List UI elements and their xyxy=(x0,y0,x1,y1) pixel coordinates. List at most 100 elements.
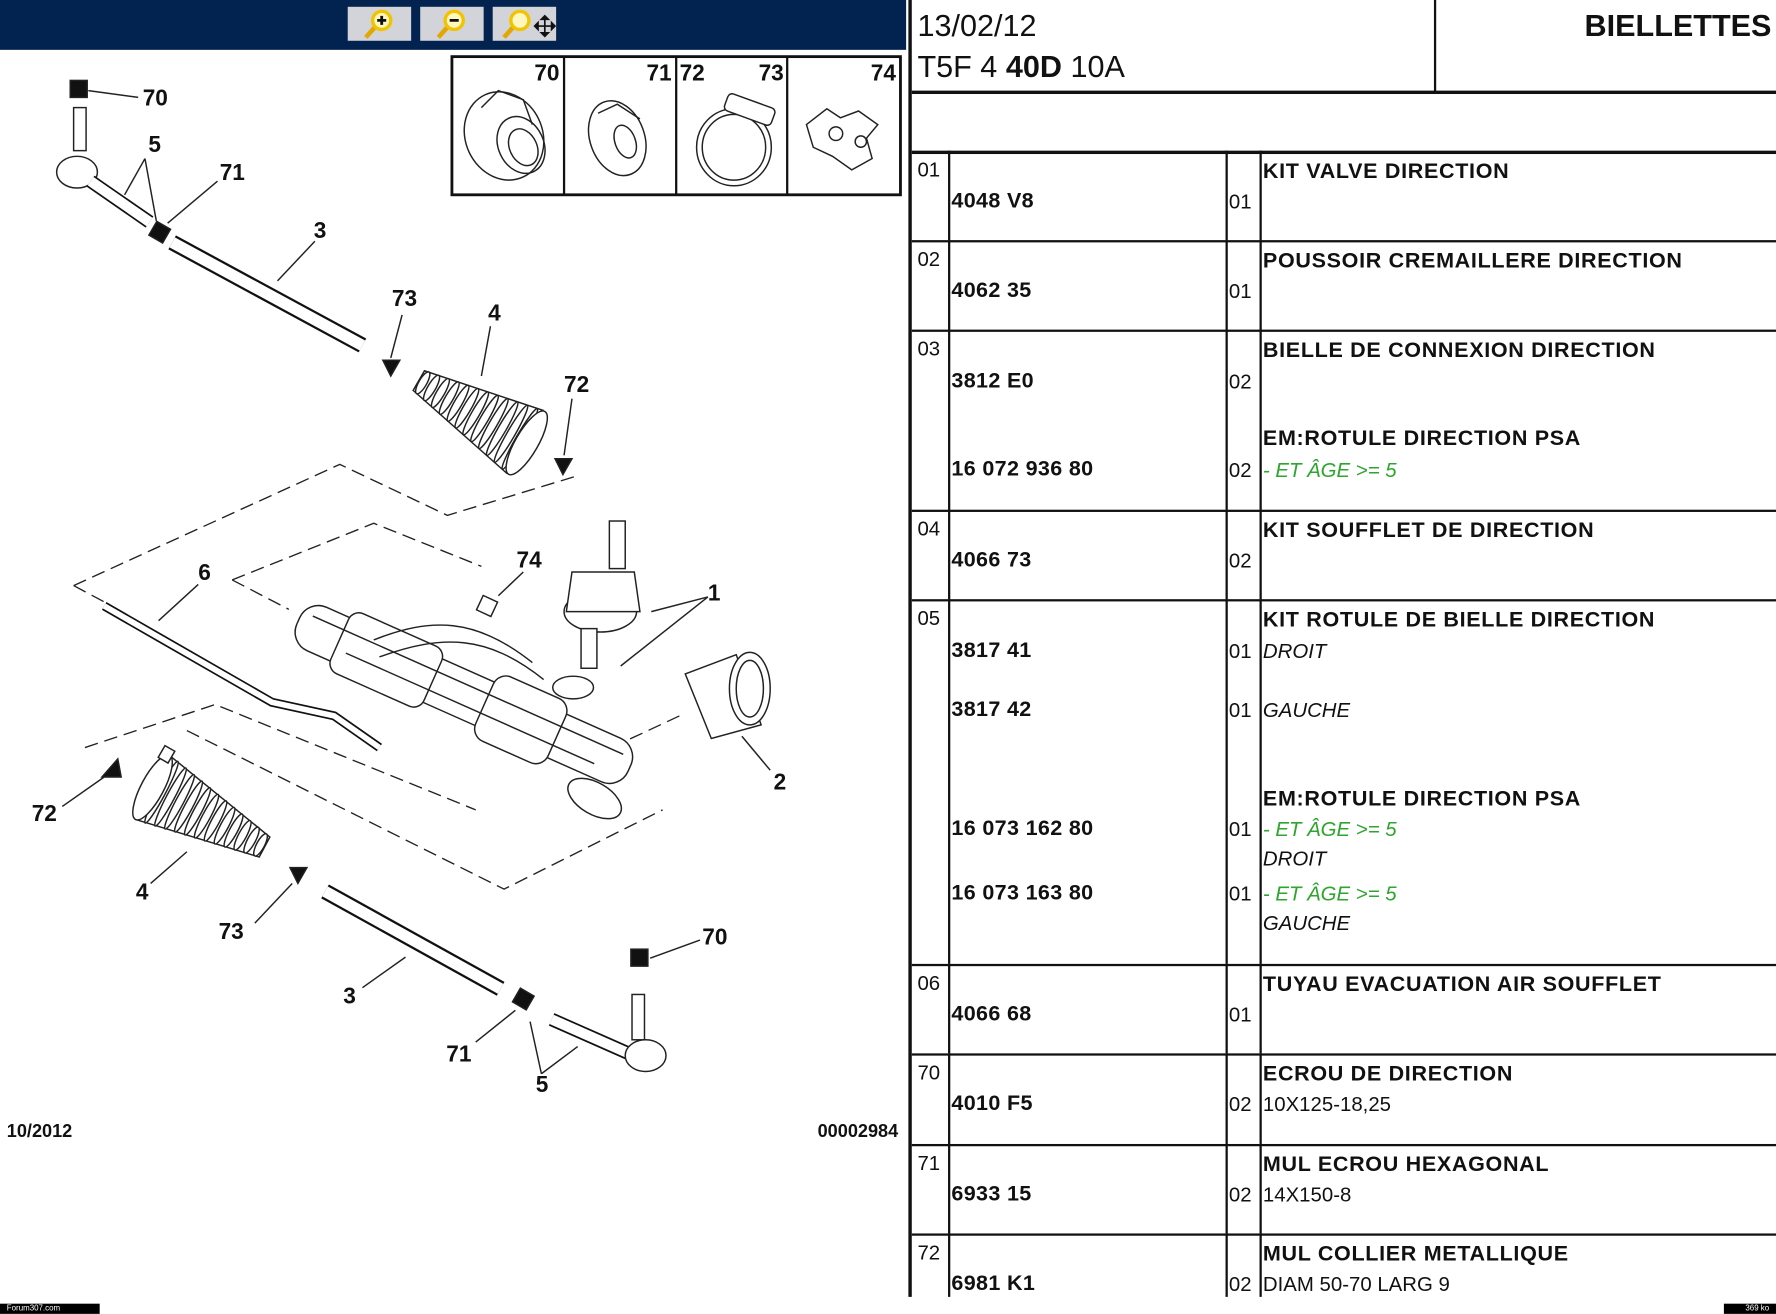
boot-ridge xyxy=(430,377,451,409)
column-divider xyxy=(948,509,951,600)
inset-label: 72 xyxy=(680,59,705,85)
part-reference: 16 072 936 80 xyxy=(951,457,1094,482)
divider xyxy=(911,90,1776,95)
callout: 1 xyxy=(708,579,721,605)
row-number: 06 xyxy=(917,971,941,995)
column-divider xyxy=(1225,1053,1228,1144)
tie-rod-end-upper xyxy=(55,106,154,228)
row-number: 03 xyxy=(917,337,941,361)
table-row[interactable]: 05 KIT ROTULE DE BIELLE DIRECTION 3817 41 0… xyxy=(911,599,1776,967)
row-number: 72 xyxy=(917,1241,941,1265)
boot-ridge xyxy=(477,397,509,450)
part-description: EM:ROTULE DIRECTION PSA xyxy=(1262,427,1582,451)
callout: 73 xyxy=(219,918,244,944)
zoom-pan-button[interactable] xyxy=(492,6,557,41)
callout: 3 xyxy=(343,983,356,1009)
part-quantity: 01 xyxy=(1228,698,1252,722)
column-divider xyxy=(1225,599,1228,964)
callout: 4 xyxy=(136,878,149,904)
part-reference: 3817 42 xyxy=(951,697,1032,722)
column-divider xyxy=(1259,963,1262,1054)
column-divider xyxy=(1259,329,1262,510)
table-row[interactable]: 02 POUSSOIR CREMAILLERE DIRECTION 4062 35 0… xyxy=(911,240,1776,332)
boot-upper xyxy=(412,369,549,476)
boot-ridge xyxy=(173,780,204,833)
column-divider xyxy=(1225,509,1228,600)
boot-ridge xyxy=(422,374,441,402)
column-divider xyxy=(1225,329,1228,510)
zoom-in-button[interactable] xyxy=(347,6,412,41)
nut-icon xyxy=(463,89,546,181)
column-divider xyxy=(1225,1143,1228,1234)
inset-label: 70 xyxy=(534,59,559,85)
callout-labels: 70 5 71 3 73 4 72 74 1 6 2 72 4 73 3 71 … xyxy=(7,84,898,1141)
part-detail: - ET ÂGE >= 5 xyxy=(1262,458,1397,482)
column-divider xyxy=(948,599,951,964)
part-detail: GAUCHE xyxy=(1262,698,1351,722)
callout: 70 xyxy=(143,84,168,110)
part-reference: 16 073 163 80 xyxy=(951,881,1094,905)
boot-ridge xyxy=(438,381,460,416)
part-quantity: 01 xyxy=(1228,190,1252,213)
part-detail: 14X150-8 xyxy=(1262,1183,1352,1207)
boot-ridge xyxy=(446,384,470,422)
part-quantity: 01 xyxy=(1228,279,1252,303)
row-number: 71 xyxy=(917,1151,941,1175)
boot-ridge xyxy=(183,786,212,836)
part-description: MUL COLLIER METALLIQUE xyxy=(1262,1242,1569,1267)
part-detail: 10X125-18,25 xyxy=(1262,1093,1392,1116)
boot-ridge xyxy=(454,387,480,429)
diagram-date: 10/2012 xyxy=(7,1121,72,1141)
column-divider xyxy=(948,963,951,1054)
assembly-guide-lines xyxy=(73,463,680,890)
diagram-reference: 00002984 xyxy=(818,1121,899,1141)
part-reference: 4062 35 xyxy=(951,278,1032,303)
zoom-out-button[interactable] xyxy=(420,6,484,41)
part-reference: 16 073 162 80 xyxy=(951,816,1094,841)
column-divider xyxy=(1259,240,1262,330)
column-divider xyxy=(1259,1053,1262,1144)
part-description: POUSSOIR CREMAILLERE DIRECTION xyxy=(1262,249,1683,273)
part-detail: DIAM 50-70 LARG 9 xyxy=(1262,1273,1450,1296)
row-number: 05 xyxy=(917,607,941,630)
boot-ridge xyxy=(462,391,490,436)
zoom-in-icon xyxy=(364,9,393,39)
part-description: MUL ECROU HEXAGONAL xyxy=(1262,1153,1550,1177)
part-quantity: 02 xyxy=(1228,458,1252,482)
column-divider xyxy=(948,150,951,241)
section-title: BIELLETTES xyxy=(1584,9,1772,44)
part-quantity: 01 xyxy=(1228,639,1252,663)
column-divider xyxy=(948,1233,951,1297)
marker-square xyxy=(69,79,88,99)
inset-label: 74 xyxy=(871,59,897,85)
divider xyxy=(1433,0,1437,92)
part-quantity: 02 xyxy=(1228,1093,1252,1116)
part-reference: 3817 41 xyxy=(951,638,1032,663)
boot-ridge xyxy=(163,773,196,830)
row-number: 01 xyxy=(917,158,941,182)
callout: 6 xyxy=(198,559,211,585)
column-divider xyxy=(1259,150,1262,241)
column-divider xyxy=(1225,963,1228,1054)
boot-ridge xyxy=(223,813,244,848)
part-description: ECROU DE DIRECTION xyxy=(1262,1062,1514,1087)
column-divider xyxy=(1225,1233,1228,1297)
row-number: 02 xyxy=(917,248,941,271)
part-description: KIT ROTULE DE BIELLE DIRECTION xyxy=(1262,608,1656,633)
column-divider xyxy=(1259,599,1262,964)
boot-ridge xyxy=(470,394,500,443)
column-divider xyxy=(948,1053,951,1144)
boot-ridge xyxy=(485,401,519,457)
callout: 74 xyxy=(516,546,542,572)
boot-ridge xyxy=(153,767,188,827)
boot-ridge xyxy=(233,819,252,851)
